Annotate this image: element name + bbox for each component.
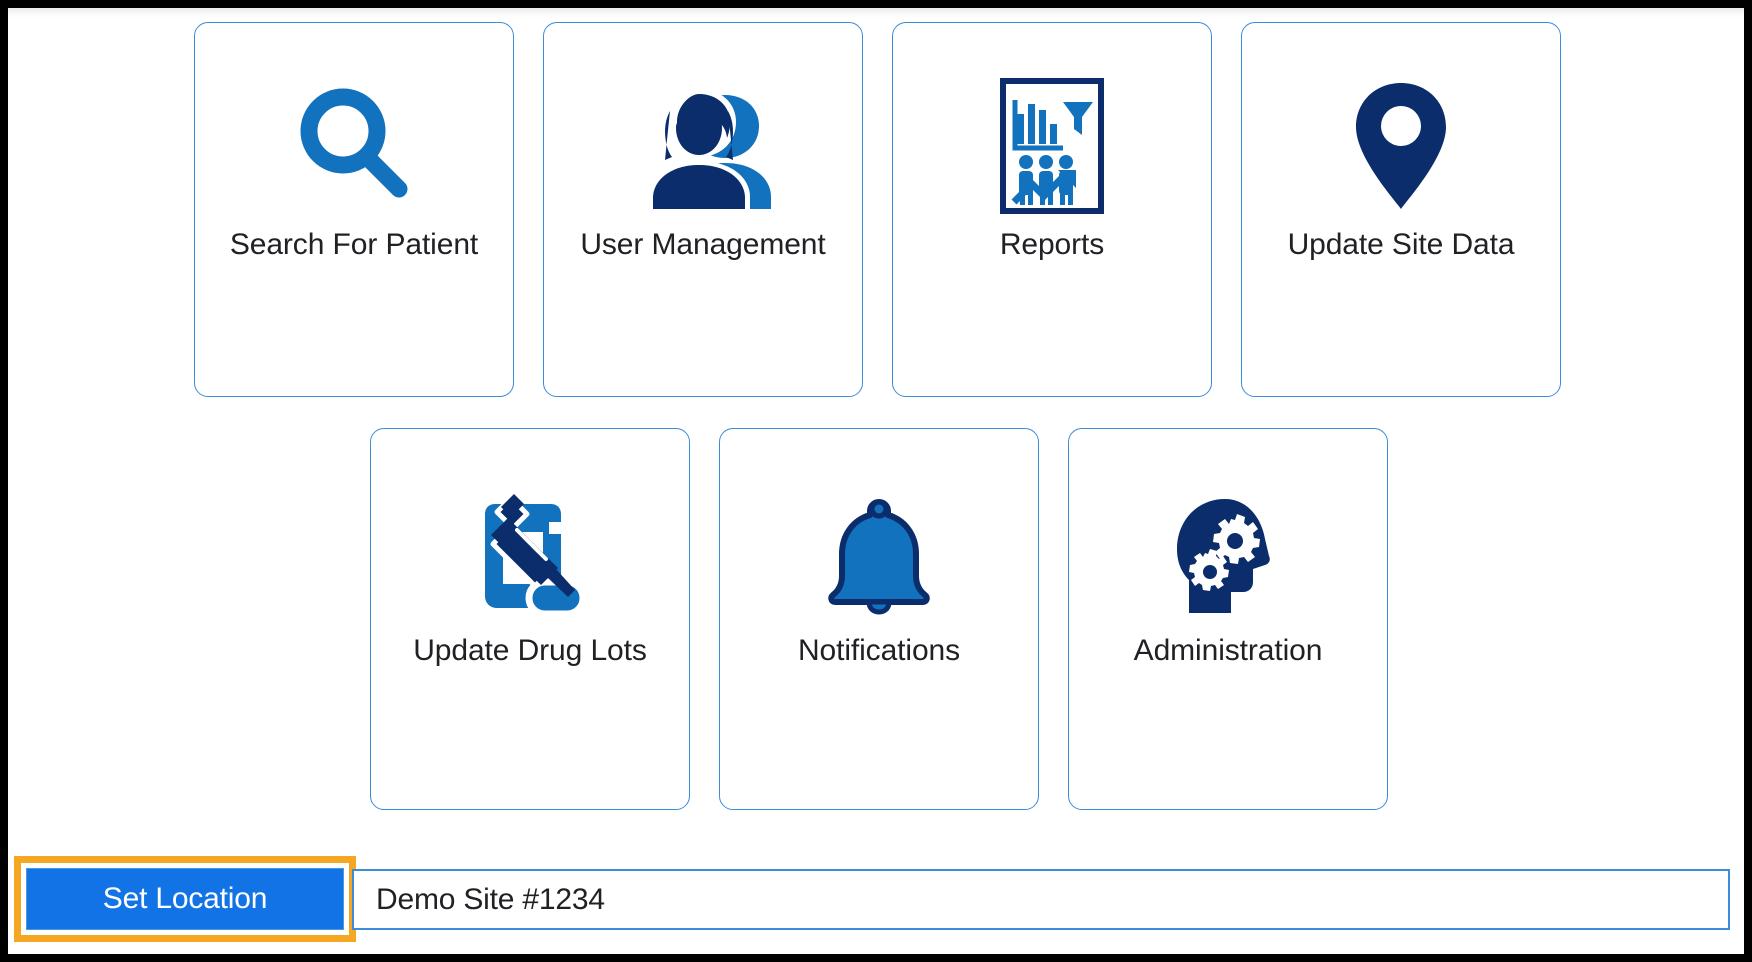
menu-card-label: Update Site Data — [1287, 228, 1515, 261]
bottom-location-bar: Set Location — [8, 844, 1744, 954]
menu-card-label: Update Drug Lots — [413, 634, 647, 667]
app-screen: Search For Patient — [8, 8, 1744, 954]
head-gears-icon — [1069, 481, 1387, 631]
menu-card-label: Reports — [999, 228, 1105, 261]
top-edge-divider — [8, 8, 1744, 18]
menu-card-reports[interactable]: Reports — [892, 22, 1212, 397]
set-location-button[interactable]: Set Location — [26, 868, 344, 930]
menu-card-label: Search For Patient — [229, 228, 479, 261]
menu-card-label: User Management — [580, 228, 826, 261]
vial-syringe-icon — [371, 481, 689, 631]
menu-card-update-site-data[interactable]: Update Site Data — [1241, 22, 1561, 397]
map-pin-icon — [1242, 71, 1560, 221]
menu-card-search-for-patient[interactable]: Search For Patient — [194, 22, 514, 397]
menu-card-notifications[interactable]: Notifications — [719, 428, 1039, 810]
menu-card-update-drug-lots[interactable]: Update Drug Lots — [370, 428, 690, 810]
menu-card-administration[interactable]: Administration — [1068, 428, 1388, 810]
report-document-icon — [893, 71, 1211, 221]
two-people-icon — [544, 71, 862, 221]
menu-card-user-management[interactable]: User Management — [543, 22, 863, 397]
location-input[interactable] — [352, 869, 1730, 930]
bell-icon — [720, 481, 1038, 631]
menu-card-label: Notifications — [797, 634, 961, 667]
menu-card-label: Administration — [1133, 634, 1323, 667]
magnifier-icon — [195, 71, 513, 221]
